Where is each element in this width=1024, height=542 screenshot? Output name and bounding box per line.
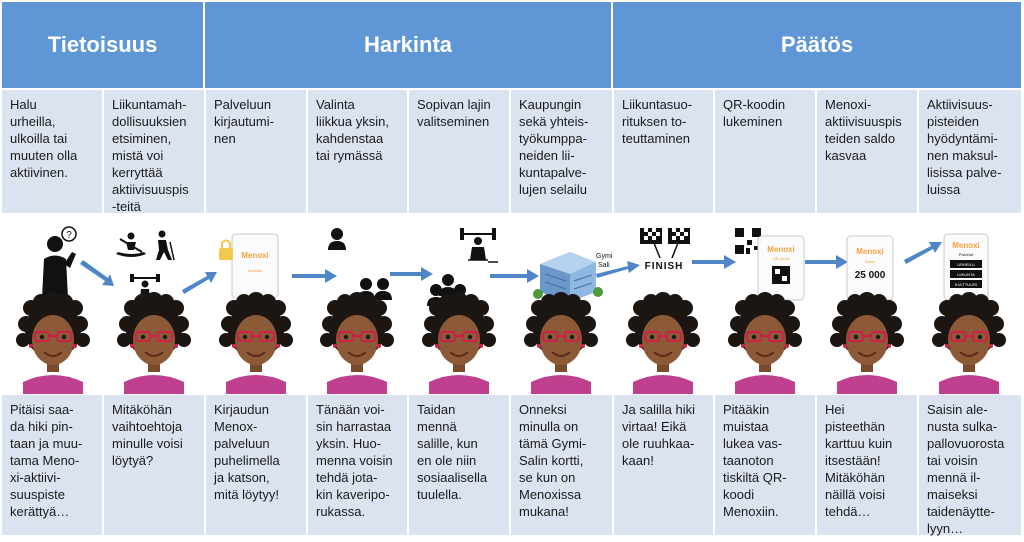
balance-caption: Saldo [865, 259, 876, 264]
service-item: URHEILU [957, 262, 975, 267]
step-browse-services: Kaupungin sekä yhteis- työkumppa- neiden… [511, 90, 612, 213]
phase-header-awareness: Tietoisuus [2, 2, 203, 88]
app-name-label: Menoxi [241, 251, 269, 260]
persona-avatar [421, 291, 497, 394]
balance-phone-icon: Menoxi Saldo 25 000 [846, 235, 894, 301]
step-search: Liikuntamah- dollisuuksien etsiminen, mi… [104, 90, 204, 214]
app-name-label: Menoxi [952, 241, 980, 250]
persona-avatar [829, 291, 905, 394]
phase-header-decision: Päätös [613, 2, 1021, 88]
step-sport-choice: Sopivan lajin valitseminen [409, 90, 509, 213]
phase-header-consideration: Harkinta [205, 2, 611, 88]
step-exercise: Liikuntasuo- rituksen to- teuttaminen [614, 90, 713, 213]
persona-thought: Pitäisi saa- da hiki pin- taan ja muu- t… [2, 395, 102, 535]
finish-flags-icon: FINISH [640, 227, 690, 272]
step-group-choice: Valinta liikkua yksin, kahdenstaa tai ry… [308, 90, 407, 213]
journey-illustration: ? Menoxi Kirjaudu [15, 226, 1007, 394]
points-balance: 25 000 [855, 270, 886, 281]
persona-avatar [15, 291, 91, 394]
persona-thought: Saisin ale- nusta sulka- pallovuorosta t… [919, 395, 1021, 536]
hiker-icon [156, 230, 175, 261]
services-phone-icon: Menoxi Palvelut URHEILU LIIKUNTA KULTTUU… [943, 233, 989, 301]
persona-avatar [116, 291, 192, 394]
phase-label: Tietoisuus [47, 32, 158, 57]
scan-label: QR-koodi [773, 256, 790, 261]
persona-avatar [625, 291, 701, 394]
persona-thought: Pitääkin muistaa lukea vas- taanoton tis… [715, 395, 815, 535]
svg-text:?: ? [66, 230, 72, 241]
single-person-icon [328, 228, 346, 250]
phase-label: Harkinta [363, 32, 453, 57]
app-name-label: Menoxi [767, 245, 795, 254]
persona-avatar [931, 291, 1007, 394]
service-item: LIIKUNTA [957, 272, 975, 277]
persona-thought: Tänään voi- sin harrastaa yksin. Huo- me… [308, 395, 407, 535]
step-desire: Halu urheilla, ulkoilla tai muuten olla … [2, 90, 102, 213]
login-phone-icon: Menoxi Kirjaudu [219, 233, 279, 299]
service-item: KULTTUURI [955, 282, 977, 287]
persona-avatar [727, 291, 803, 394]
persona-thought: Ja salilla hiki virtaa! Eikä ole ruuhkaa… [614, 395, 713, 535]
app-name-label: Menoxi [856, 247, 884, 256]
step-qr-scan: QR-koodin lukeminen [715, 90, 815, 213]
login-label: Kirjaudu [248, 268, 263, 273]
phase-label: Päätös [780, 32, 854, 57]
scan-phone-icon: Menoxi QR-koodi [757, 235, 805, 301]
persona-avatar [523, 291, 599, 394]
qr-code-icon [735, 228, 761, 254]
persona-thought: Hei pisteethän karttuu kuin itsestään! M… [817, 395, 917, 535]
persona-avatar [319, 291, 395, 394]
persona-avatar [218, 291, 294, 394]
gym-lifter-icon [460, 228, 498, 263]
persona-thought: Onneksi minulla on tämä Gymi- Salin kort… [511, 395, 612, 535]
step-redeem-points: Aktiivisuus- pisteiden hyödyntämi- nen m… [919, 90, 1021, 213]
step-login: Palveluun kirjautumi- nen [206, 90, 306, 213]
persona-thought: Mitäköhän vaihtoehtoja minulle voisi löy… [104, 395, 204, 535]
services-heading: Palvelut [959, 252, 974, 257]
step-balance-grows: Menoxi- aktiivisuuspis teiden saldo kasv… [817, 90, 917, 213]
thinking-person-icon: ? [42, 226, 77, 298]
finish-label: FINISH [645, 261, 684, 272]
flow-arrows [80, 242, 942, 294]
persona-thought: Kirjaudun Menox- palveluun puhelimella j… [206, 395, 306, 535]
kayak-icon [116, 232, 146, 257]
persona-thought: Taidan mennä salille, kun en ole niin so… [409, 395, 509, 535]
